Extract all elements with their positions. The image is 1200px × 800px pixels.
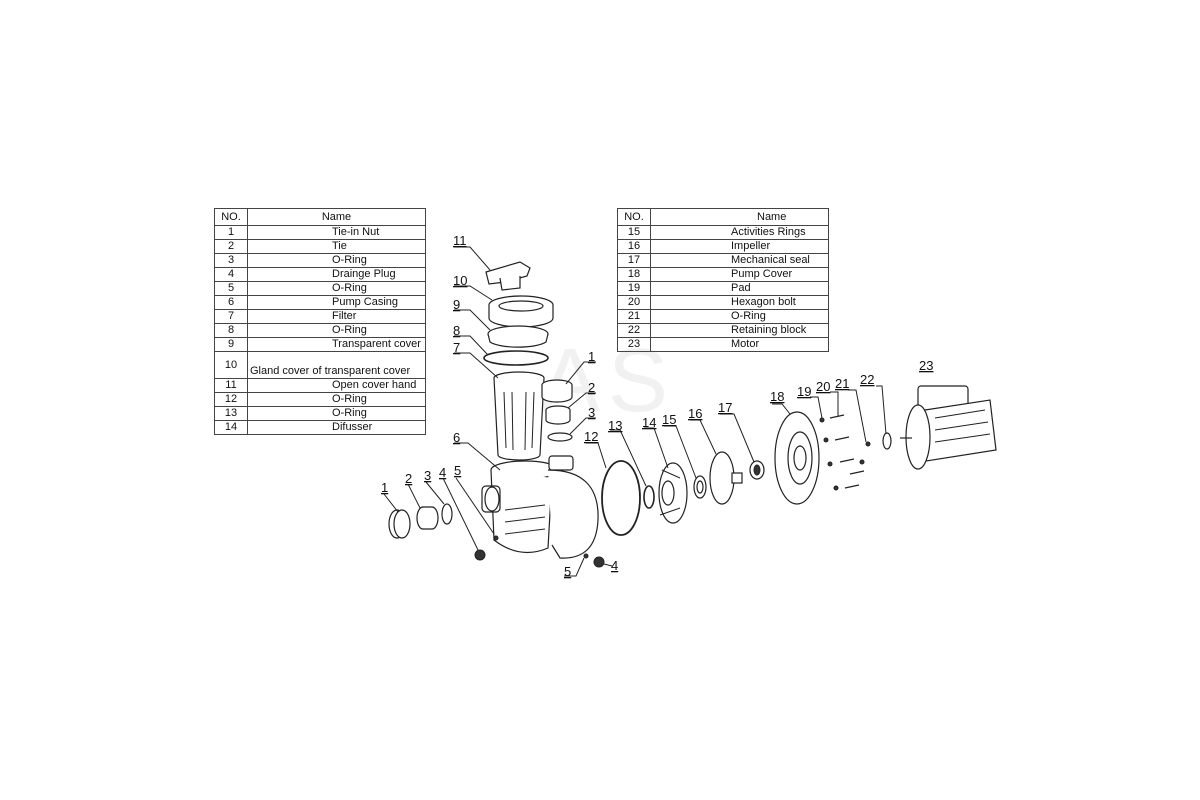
row-name: Transparent cover: [247, 337, 426, 352]
callout-13: 13: [608, 418, 622, 433]
callout-labels: 11 10 9 8 7 1 2 3 6 12 13 14 15 16 17 18…: [381, 233, 933, 579]
callout-3-top: 3: [588, 405, 595, 420]
leader-lines: [383, 246, 887, 577]
part-o-ring-12: [601, 460, 641, 536]
callout-10: 10: [453, 273, 467, 288]
part-drain-plug-bottom: [583, 553, 605, 568]
callout-23: 23: [919, 358, 933, 373]
part-o-ring-13: [643, 485, 655, 509]
callout-18: 18: [770, 389, 784, 404]
callout-9: 9: [453, 297, 460, 312]
callout-5-bottom: 5: [564, 564, 571, 579]
part-tie-left: [416, 506, 439, 530]
part-o-ring-8: [483, 350, 549, 366]
part-gland-cover: [488, 295, 554, 328]
part-motor: [900, 385, 997, 470]
part-pump-cover: [774, 411, 820, 505]
part-pump-casing: [481, 455, 599, 559]
row-no: 12: [214, 392, 248, 407]
row-no: 10: [214, 351, 248, 379]
callout-4-left: 4: [439, 465, 446, 480]
callout-12: 12: [584, 429, 598, 444]
part-tie-in-nut-left: [388, 509, 411, 539]
row-name: Mechanical seal: [650, 253, 829, 268]
callout-1-left: 1: [381, 480, 388, 495]
callout-11: 11: [453, 233, 467, 248]
part-open-cover-handle: [485, 261, 531, 291]
callout-21: 21: [835, 376, 849, 391]
part-tie-in-nut-top: [541, 379, 573, 403]
part-o-ring-top: [547, 432, 573, 442]
row-name: Gland cover of transparent cover: [247, 351, 426, 379]
row-name: O-Ring: [247, 392, 426, 407]
row-no: 20: [617, 295, 651, 310]
part-mechanical-seal: [749, 460, 765, 480]
part-o-ring-left: [441, 503, 453, 525]
row-name: O-Ring: [650, 309, 829, 324]
part-tie-top: [545, 405, 571, 425]
callout-7: 7: [453, 340, 460, 355]
callout-3-left: 3: [424, 468, 431, 483]
part-impeller: [709, 451, 743, 505]
callout-19: 19: [797, 384, 811, 399]
callout-8: 8: [453, 323, 460, 338]
callout-15: 15: [662, 412, 676, 427]
callout-4-bottom: 4: [611, 558, 618, 573]
part-drain-plug-left: [474, 535, 499, 561]
part-diffuser: [658, 462, 688, 524]
part-transparent-cover: [487, 325, 549, 348]
callout-2-left: 2: [405, 471, 412, 486]
callout-16: 16: [688, 406, 702, 421]
callout-22: 22: [860, 372, 874, 387]
callout-2-top: 2: [588, 380, 595, 395]
row-name: Difusser: [247, 420, 426, 435]
callout-5-left: 5: [454, 463, 461, 478]
part-activities-ring: [693, 475, 707, 499]
part-retaining-block: [882, 432, 892, 450]
row-name: Retaining block: [650, 323, 829, 338]
part-filter-basket: [493, 371, 545, 461]
callout-14: 14: [642, 415, 656, 430]
callout-20: 20: [816, 379, 830, 394]
callout-1-top: 1: [588, 349, 595, 364]
row-name: Hexagon bolt: [650, 295, 829, 310]
callout-6: 6: [453, 430, 460, 445]
row-name: Motor: [650, 337, 829, 352]
row-name: Drainge Plug: [247, 267, 426, 282]
callout-17: 17: [718, 400, 732, 415]
part-bolts: [819, 414, 871, 491]
